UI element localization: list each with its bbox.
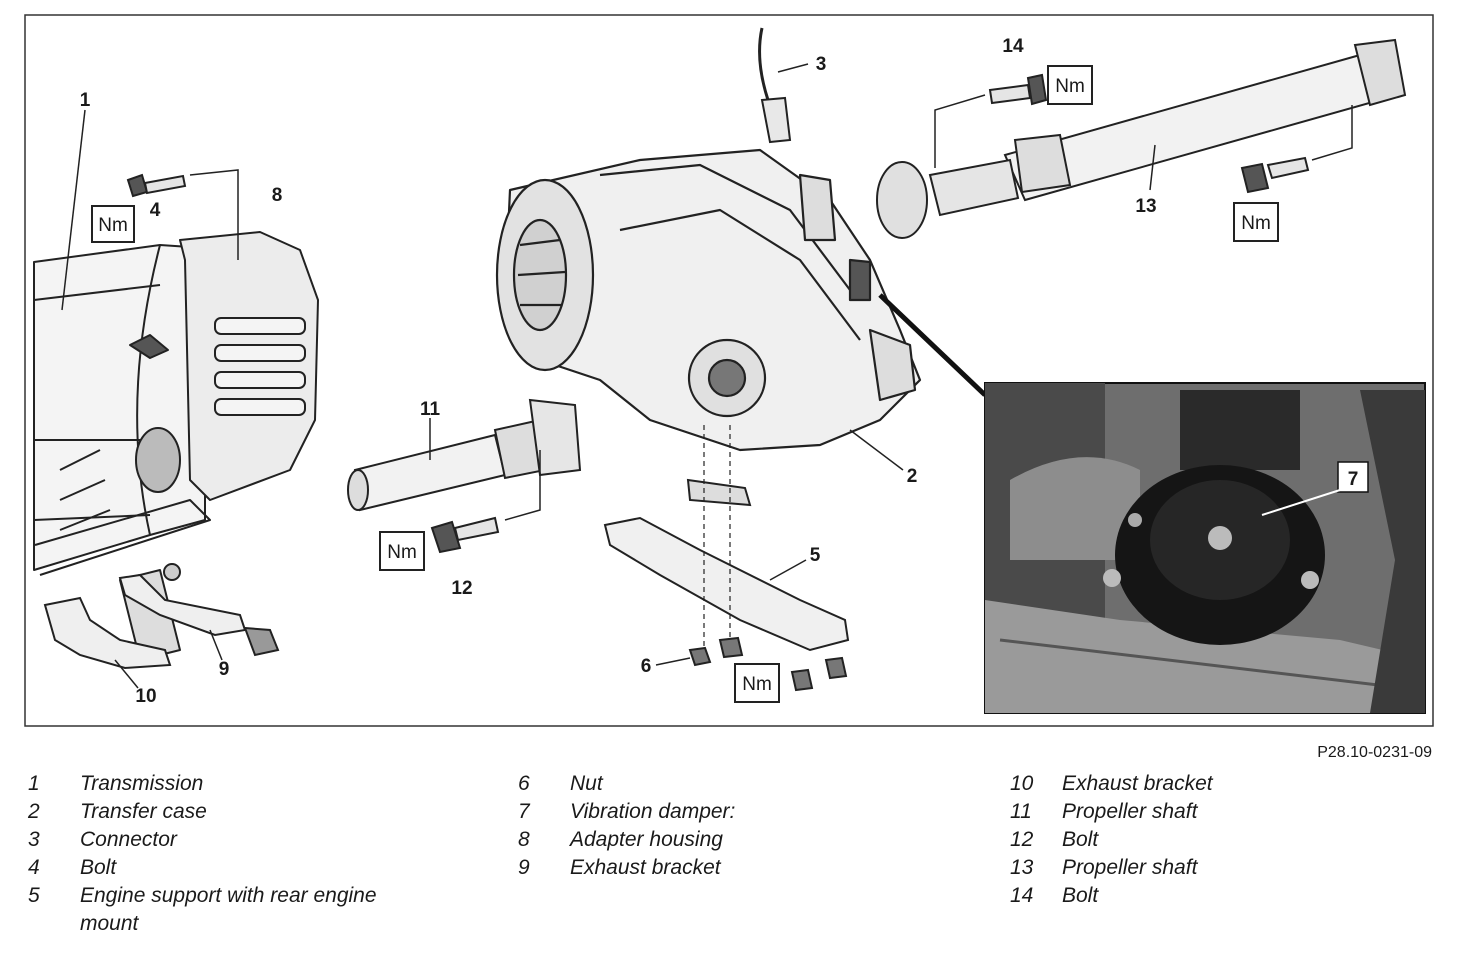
torque-box-6: Nm [734,663,780,703]
exploded-diagram: Nm Nm Nm Nm Nm 1 2 3 4 5 6 7 8 9 10 11 1… [24,14,1434,727]
leader-12 [504,450,541,521]
legend-item: 7 Vibration damper: [518,798,910,826]
callout-12: 12 [451,578,472,599]
legend-item: 11 Propeller shaft [1010,798,1402,826]
legend-number: 5 [28,884,40,907]
callout-7: 7 [1348,469,1359,490]
torque-box-13: Nm [1233,202,1279,242]
callout-10: 10 [135,686,156,707]
legend-number: 4 [28,856,40,879]
legend-label: Transfer case [80,800,207,823]
torque-box-14: Nm [1047,65,1093,105]
torque-box-12: Nm [379,531,425,571]
legend-label: Propeller shaft [1062,800,1198,823]
legend-item: 10 Exhaust bracket [1010,770,1402,798]
callout-5: 5 [810,545,821,566]
legend-item: 2 Transfer case [28,798,420,826]
legend-number: 9 [518,856,530,879]
leader-9 [209,629,223,661]
callout-11: 11 [420,399,441,420]
leader-1 [61,109,86,311]
leader-4-8 [189,169,239,260]
legend-item: 9 Exhaust bracket [518,854,910,882]
torque-label: Nm [98,215,128,236]
callout-3: 3 [816,54,827,75]
bolt-4-drawing [126,173,187,198]
exhaust-bracket-drawing [43,563,280,670]
legend-item: 3 Connector [28,826,420,854]
legend-number: 10 [1010,772,1034,795]
bolt-14-drawing [988,73,1048,106]
torque-label: Nm [1241,213,1271,234]
legend-label: Engine support with rear engine mount [80,884,377,935]
callout-2: 2 [907,466,918,487]
legend-number: 1 [28,772,40,795]
transmission-drawing [33,231,319,661]
legend-number: 6 [518,772,530,795]
legend-label: Vibration damper: [570,800,736,823]
legend-item: 8 Adapter housing [518,826,910,854]
legend-column-1: 1 Transmission 2 Transfer case 3 Connect… [28,770,420,938]
legend-label: Bolt [80,856,117,879]
legend-item: 1 Transmission [28,770,420,798]
propeller-shaft-11-drawing [347,398,582,512]
legend-item: 14 Bolt [1010,882,1402,910]
legend-number: 3 [28,828,40,851]
bolt-12-drawing [430,516,500,554]
callout-9: 9 [219,659,230,680]
callout-8: 8 [272,185,283,206]
legend-label: Transmission [80,772,204,795]
leader-13 [1149,144,1156,191]
callout-1: 1 [80,90,91,111]
legend-label: Exhaust bracket [1062,772,1213,795]
callout-13: 13 [1135,196,1156,217]
torque-label: Nm [1055,76,1085,97]
figure-code: P28.10-0231-09 [1317,744,1432,761]
legend-label: Exhaust bracket [570,856,721,879]
legend-item: 13 Propeller shaft [1010,854,1402,882]
leader-2 [849,429,904,471]
bolt-13-side-drawing [1240,156,1310,194]
legend-item: 4 Bolt [28,854,420,882]
inset-pointer [878,293,987,397]
callout-6: 6 [641,656,652,677]
legend-number: 7 [518,800,530,823]
leader-10 [114,659,139,689]
legend-item: 6 Nut [518,770,910,798]
legend-label: Bolt [1062,884,1099,907]
transfer-case-drawing [495,148,922,452]
legend-label: Nut [570,772,603,795]
legend-item: 5 Engine support with rear engine mount [28,882,420,938]
legend-number: 8 [518,828,530,851]
leader-3 [777,63,809,73]
torque-label: Nm [742,674,772,695]
legend-number: 14 [1010,884,1034,907]
legend-label: Connector [80,828,177,851]
leader-13-bolt [1311,105,1353,161]
callout-4: 4 [150,200,161,221]
propeller-shaft-13-drawing [876,38,1407,239]
legend-number: 13 [1010,856,1034,879]
figure-frame [24,14,1434,727]
leader-14 [934,94,986,168]
torque-label: Nm [387,542,417,563]
legend-number: 12 [1010,828,1034,851]
engine-support-drawing [603,425,850,692]
photo-inset [984,382,1426,714]
torque-box-4: Nm [91,205,135,243]
legend-label: Adapter housing [570,828,723,851]
leader-5 [769,559,807,581]
legend-number: 2 [28,800,40,823]
legend-label: Propeller shaft [1062,856,1198,879]
legend-number: 11 [1010,800,1032,823]
legend-label: Bolt [1062,828,1099,851]
callout-14: 14 [1002,36,1024,57]
legend-column-3: 10 Exhaust bracket 11 Propeller shaft 12… [1010,770,1402,910]
legend-column-2: 6 Nut 7 Vibration damper: 8 Adapter hous… [518,770,910,882]
connector-drawing [758,27,792,144]
legend-item: 12 Bolt [1010,826,1402,854]
leader-6 [655,657,691,666]
